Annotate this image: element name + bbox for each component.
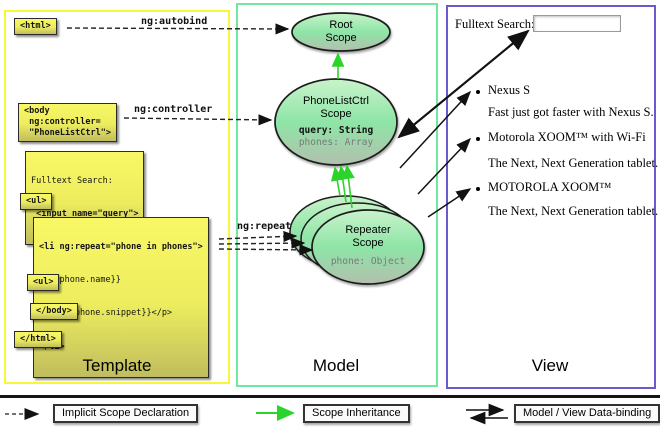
html-open-tag-box: <html> bbox=[14, 18, 57, 36]
implicit-scope-declaration-arrows bbox=[66, 23, 314, 256]
phone-item-desc: The Next, Next Generation tablet. bbox=[488, 156, 659, 170]
bullet-icon bbox=[476, 137, 480, 141]
phone-item-title: Nexus S bbox=[488, 83, 531, 97]
fulltext-search-input[interactable] bbox=[533, 15, 621, 32]
repeater-scope-title: Repeater Scope bbox=[345, 224, 391, 249]
phonelistctrl-scope-title: PhoneListCtrl Scope bbox=[302, 95, 370, 120]
li-ng-repeat-box: <li ng:repeat="phone in phones"> {{phone… bbox=[33, 217, 209, 378]
li-close-line: </li> bbox=[39, 342, 203, 353]
legend-model-view-data-binding: Model / View Data-binding bbox=[514, 404, 660, 423]
ul-open-tag-box: <ul> bbox=[20, 193, 53, 211]
legend-implicit-scope-declaration: Implicit Scope Declaration bbox=[53, 404, 199, 423]
ul-close-tag-box: <ul> bbox=[27, 274, 60, 292]
html-close-tag-box: </html> bbox=[14, 331, 62, 349]
fulltext-search-label: Fulltext Search: bbox=[455, 17, 535, 31]
phone-item-title: Motorola XOOM™ with Wi-Fi bbox=[488, 130, 646, 144]
ng-repeat-label: ng:repeat bbox=[237, 221, 292, 232]
phone-property: phone: Object bbox=[330, 256, 406, 267]
data-binding-arrows bbox=[397, 29, 530, 218]
root-scope-label: Root Scope bbox=[292, 19, 390, 45]
ng-controller-label: ng:controller bbox=[134, 104, 213, 115]
view-column-label: View bbox=[531, 356, 569, 375]
query-property: query: String bbox=[298, 125, 374, 136]
phone-item-title: MOTOROLA XOOM™ bbox=[488, 180, 612, 194]
root-scope-title: Root Scope bbox=[325, 19, 357, 44]
phonelistctrl-scope-ellipse bbox=[274, 78, 398, 166]
model-column-label: Model bbox=[312, 356, 360, 375]
phone-item-desc: The Next, Next Generation tablet. bbox=[488, 204, 659, 218]
bullet-icon bbox=[476, 90, 480, 94]
phone-name-binding-line: {{phone.name}} bbox=[39, 275, 121, 286]
phone-snippet-binding-line: <p>{{phone.snippet}}</p> bbox=[39, 308, 173, 319]
phone-item-desc: Fast just got faster with Nexus S. bbox=[488, 105, 654, 119]
ng-autobind-label: ng:autobind bbox=[141, 16, 208, 27]
li-repeat-line: <li ng:repeat="phone in phones"> bbox=[39, 242, 203, 253]
phones-property: phones: Array bbox=[298, 137, 374, 148]
body-controller-tag-box: <body ng:controller= "PhoneListCtrl"> bbox=[18, 103, 117, 143]
template-column-label: Template bbox=[82, 356, 152, 375]
fulltext-code-label: Fulltext Search: bbox=[31, 176, 113, 187]
scope-inheritance-arrows bbox=[330, 52, 355, 209]
legend-arrows bbox=[5, 403, 508, 425]
repeater-scope-label: Repeater Scope phone: Object bbox=[312, 224, 424, 268]
body-close-tag-box: </body> bbox=[30, 303, 78, 321]
root-scope-ellipse bbox=[291, 12, 391, 52]
bullet-icon bbox=[476, 187, 480, 191]
input-query-code: <input name="query"> bbox=[31, 209, 139, 220]
phonelistctrl-scope-label: PhoneListCtrl Scope query: String phones… bbox=[275, 95, 397, 149]
legend-scope-inheritance: Scope Inheritance bbox=[303, 404, 410, 423]
legend-separator-line bbox=[0, 395, 660, 398]
